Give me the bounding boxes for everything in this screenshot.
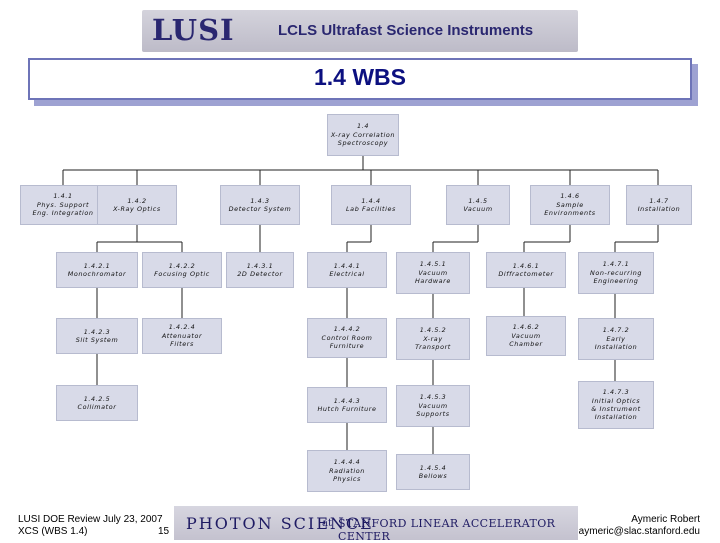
wbs-box-label: 1.4.4.1 Electrical [329, 261, 365, 278]
page-number: 15 [158, 526, 170, 537]
wbs-box-1-4-4-3: 1.4.4.3 Hutch Furniture [307, 387, 387, 423]
wbs-box-label: 1.4.2.1 Monochromator [67, 261, 127, 278]
wbs-box-1-4-1: 1.4.1 Phys. Support Eng. Integration [20, 185, 106, 225]
wbs-box-1-4-3: 1.4.3 Detector System [220, 185, 300, 225]
wbs-box-label: 1.4.3.1 2D Detector [237, 261, 283, 278]
wbs-box-label: 1.4.4.3 Hutch Furniture [317, 396, 377, 413]
wbs-box-label: 1.4.5.4 Bellows [418, 463, 448, 480]
wbs-box-label: 1.4.5.3 Vacuum Supports [416, 393, 450, 419]
wbs-box-label: 1.4.3 Detector System [228, 196, 292, 213]
banner-tagline: LCLS Ultrafast Science Instruments [278, 22, 534, 39]
wbs-box-1-4-5: 1.4.5 Vacuum [446, 185, 510, 225]
title-box: 1.4 WBS [28, 58, 692, 100]
page-title: 1.4 WBS [313, 63, 407, 90]
wbs-box-1-4-5-4: 1.4.5.4 Bellows [396, 454, 470, 490]
lusi-logo: LUSI [152, 13, 235, 47]
wbs-box-label: 1.4.2.5 Collimator [77, 394, 117, 411]
footer-right: Aymeric Robert aymeric@slac.stanford.edu [579, 514, 700, 538]
wbs-box-1-4-2-4: 1.4.2.4 Attenuator Filters [142, 318, 222, 354]
wbs-box-label: 1.4.2.3 Slit System [75, 327, 119, 344]
author-name: Aymeric Robert [631, 514, 700, 525]
wbs-box-label: 1.4.7.3 Initial Optics & Instrument Inst… [591, 388, 641, 422]
footer-left: LUSI DOE Review July 23, 2007 XCS (WBS 1… [18, 514, 169, 538]
wbs-box-label: 1.4.6.1 Diffractometer [498, 261, 554, 278]
wbs-box-label: 1.4.4.4 Radiation Physics [329, 458, 365, 484]
wbs-box-1-4-2-1: 1.4.2.1 Monochromator [56, 252, 138, 288]
wbs-box-1-4-4: 1.4.4 Lab Facilities [331, 185, 411, 225]
author-email: aymeric@slac.stanford.edu [578, 526, 700, 537]
footer-banner: PHOTON SCIENCE at STANFORD LINEAR ACCELE… [174, 506, 578, 543]
wbs-box-label: 1.4.7.2 Early Installation [594, 326, 638, 352]
wbs-box-label: 1.4.4.2 Control Room Furniture [321, 325, 373, 351]
wbs-box-label: 1.4 X-ray Correlation Spectroscopy [330, 122, 396, 148]
wbs-box-label: 1.4.6.2 Vacuum Chamber [509, 323, 543, 349]
wbs-box-label: 1.4.2.4 Attenuator Filters [161, 323, 203, 349]
wbs-box-1-4-2-2: 1.4.2.2 Focusing Optic [142, 252, 222, 288]
wbs-box-label: 1.4.7.1 Non-recurring Engineering [589, 260, 643, 286]
wbs-box-label: 1.4.2 X-Ray Optics [113, 196, 161, 213]
wbs-box-1-4-7: 1.4.7 Installation [626, 185, 692, 225]
footer-at-text: at [322, 518, 332, 529]
wbs-box-1-4-7-2: 1.4.7.2 Early Installation [578, 318, 654, 360]
wbs-box-1-4-5-1: 1.4.5.1 Vacuum Hardware [396, 252, 470, 294]
footer-section: XCS (WBS 1.4) [18, 526, 88, 537]
photon-science-logo: PHOTON SCIENCE [186, 514, 374, 533]
wbs-box-1-4-5-3: 1.4.5.3 Vacuum Supports [396, 385, 470, 427]
wbs-box-1-4-2-3: 1.4.2.3 Slit System [56, 318, 138, 354]
wbs-box-1-4-6-2: 1.4.6.2 Vacuum Chamber [486, 316, 566, 356]
wbs-box-1-4-4-2: 1.4.4.2 Control Room Furniture [307, 318, 387, 358]
wbs-box-label: 1.4.5 Vacuum [463, 196, 493, 213]
wbs-box-label: 1.4.6 Sample Environments [544, 192, 596, 218]
footer-event: LUSI DOE Review July 23, 2007 [18, 514, 163, 525]
wbs-box-1-4-7-1: 1.4.7.1 Non-recurring Engineering [578, 252, 654, 294]
wbs-box-label: 1.4.2.2 Focusing Optic [154, 261, 210, 278]
wbs-box-label: 1.4.1 Phys. Support Eng. Integration [32, 192, 94, 218]
wbs-box-1-4-2: 1.4.2 X-Ray Optics [97, 185, 177, 225]
wbs-box-1-4-7-3: 1.4.7.3 Initial Optics & Instrument Inst… [578, 381, 654, 429]
wbs-box-root: 1.4 X-ray Correlation Spectroscopy [327, 114, 399, 156]
wbs-box-1-4-6-1: 1.4.6.1 Diffractometer [486, 252, 566, 288]
wbs-box-1-4-5-2: 1.4.5.2 X-ray Transport [396, 318, 470, 360]
header-banner: LUSI LCLS Ultrafast Science Instruments [142, 10, 578, 52]
wbs-box-1-4-4-1: 1.4.4.1 Electrical [307, 252, 387, 288]
wbs-box-label: 1.4.5.1 Vacuum Hardware [415, 260, 451, 286]
wbs-box-label: 1.4.4 Lab Facilities [346, 196, 396, 213]
slac-name: STANFORD LINEAR ACCELERATOR CENTER [338, 517, 556, 543]
wbs-box-1-4-2-5: 1.4.2.5 Collimator [56, 385, 138, 421]
wbs-box-1-4-4-4: 1.4.4.4 Radiation Physics [307, 450, 387, 492]
wbs-box-label: 1.4.7 Installation [637, 196, 681, 213]
wbs-box-label: 1.4.5.2 X-ray Transport [415, 326, 451, 352]
wbs-box-1-4-6: 1.4.6 Sample Environments [530, 185, 610, 225]
wbs-box-1-4-3-1: 1.4.3.1 2D Detector [226, 252, 294, 288]
